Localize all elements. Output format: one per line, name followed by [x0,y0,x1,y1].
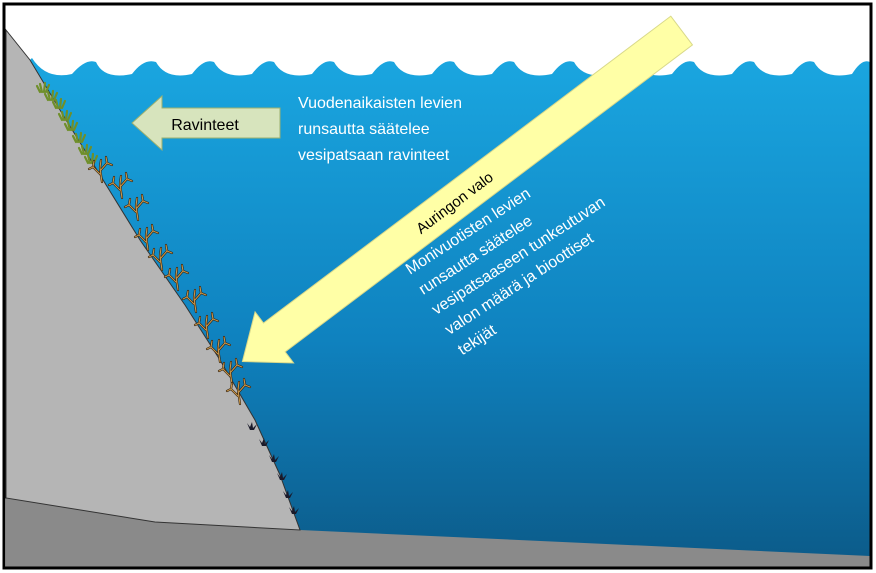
seabed [6,498,870,568]
seasonal-line-3: vesipatsaan ravinteet [298,147,450,164]
nutrients-label: Ravinteet [171,117,239,134]
seasonal-line-2: runsautta säätelee [298,121,430,138]
seasonal-text: Vuodenaikaisten levien runsautta säätele… [298,95,462,164]
nutrients-arrow: Ravinteet [131,94,281,152]
seasonal-line-1: Vuodenaikaisten levien [298,95,462,112]
